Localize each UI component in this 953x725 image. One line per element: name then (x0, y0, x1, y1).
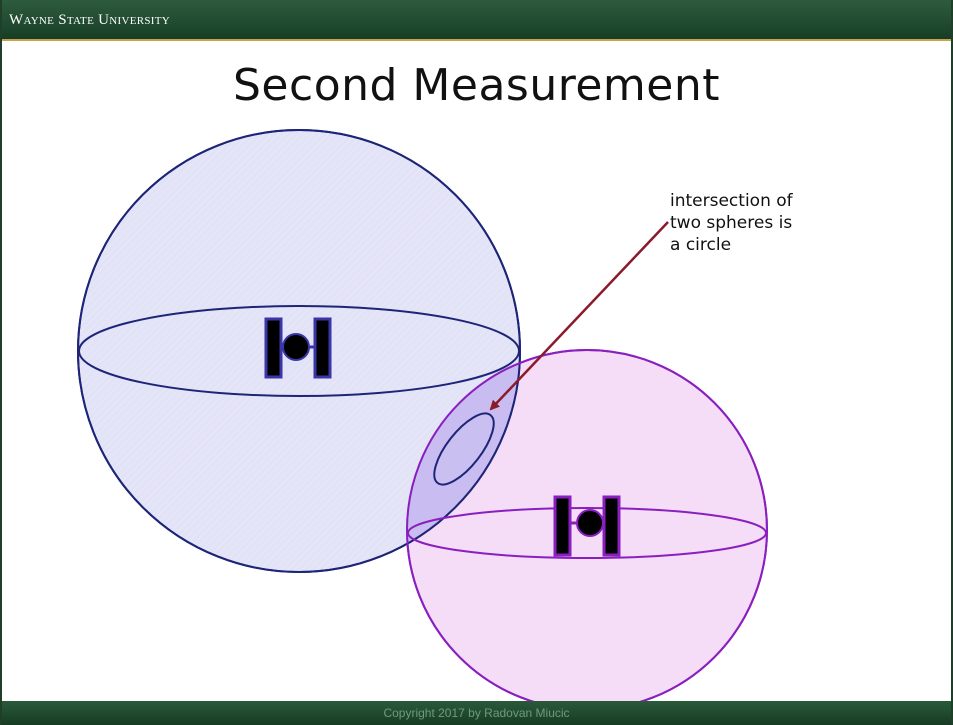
footer-bar: Copyright 2017 by Radovan Miucic (2, 701, 951, 725)
callout-text: intersection of two spheres is a circle (670, 190, 793, 256)
copyright-text: Copyright 2017 by Radovan Miucic (2, 706, 951, 720)
